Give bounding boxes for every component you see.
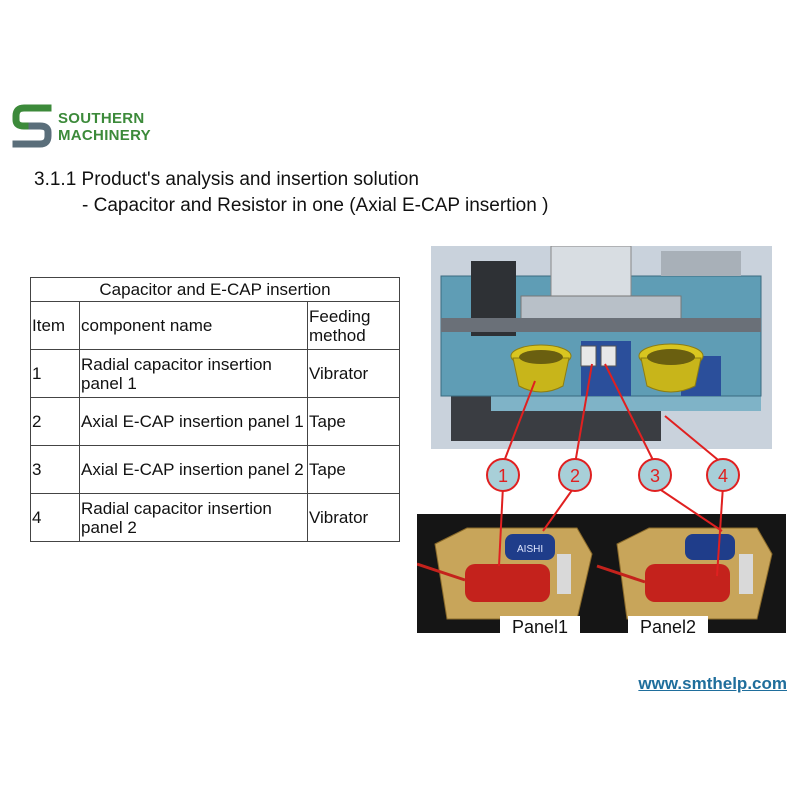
capacitor-brand-label: AISHI [517,544,543,555]
callout-number: 3 [650,466,660,486]
callout-2: 2 [558,458,592,492]
section-heading: 3.1.1 Product's analysis and insertion s… [34,167,548,219]
logo-text: SOUTHERN MACHINERY [58,110,151,144]
heading-line-1: 3.1.1 Product's analysis and insertion s… [34,169,419,190]
callout-1: 1 [486,458,520,492]
machine-render-image [431,246,772,449]
cell-item: 3 [30,445,80,494]
cell-feeding: Vibrator [307,493,400,542]
panel-2-board [596,527,773,620]
callout-3: 3 [638,458,672,492]
cell-item: 4 [30,493,80,542]
logo-mark-icon [12,104,52,148]
cell-feeding: Tape [307,397,400,446]
table-row: 3 Axial E-CAP insertion panel 2 Tape [30,445,400,494]
cell-component: Axial E-CAP insertion panel 1 [79,397,308,446]
callout-overlay: 1 2 3 4 [486,363,740,577]
panel-1-board: AISHI [417,527,593,620]
cell-component: Radial capacitor insertion panel 1 [79,349,308,398]
header-component-name: component name [79,301,308,350]
table-caption: Capacitor and E-CAP insertion [30,277,400,302]
cell-feeding: Vibrator [307,349,400,398]
company-logo: SOUTHERN MACHINERY [12,104,162,148]
table-header-row: Item component name Feeding method [30,301,400,350]
callout-number: 1 [498,466,508,486]
cell-item: 2 [30,397,80,446]
pcb-panels-photo: AISHI [417,514,786,633]
heading-line-2: - Capacitor and Resistor in one (Axial E… [82,195,549,216]
table-row: 4 Radial capacitor insertion panel 2 Vib… [30,493,400,542]
insertion-table: Capacitor and E-CAP insertion Item compo… [30,277,400,542]
callout-number: 4 [718,466,728,486]
table-row: 2 Axial E-CAP insertion panel 1 Tape [30,397,400,446]
cell-item: 1 [30,349,80,398]
logo-line-2: MACHINERY [58,127,151,144]
callout-4: 4 [706,458,740,492]
logo-line-1: SOUTHERN [58,110,145,127]
header-feeding-method: Feeding method [307,301,400,350]
cell-component: Radial capacitor insertion panel 2 [79,493,308,542]
panel-1-label: Panel1 [500,616,580,638]
table-row: 1 Radial capacitor insertion panel 1 Vib… [30,349,400,398]
cell-feeding: Tape [307,445,400,494]
panel-2-label: Panel2 [628,616,708,638]
header-item: Item [30,301,80,350]
cell-component: Axial E-CAP insertion panel 2 [79,445,308,494]
website-link[interactable]: www.smthelp.com [638,674,787,693]
callout-number: 2 [570,466,580,486]
